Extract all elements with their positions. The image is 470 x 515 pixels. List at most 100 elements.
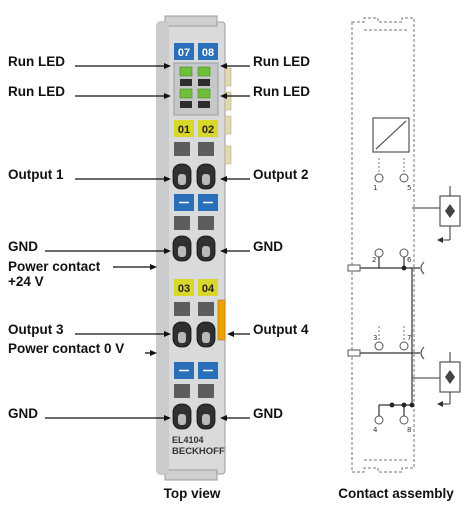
arrowhead — [220, 63, 227, 69]
channel-badge-04 — [198, 279, 218, 296]
label-output-1: Output 1 — [8, 167, 64, 182]
terminal-point-hole — [178, 174, 186, 185]
terminal-left-rail — [157, 22, 169, 474]
label-run-led-left-1: Run LED — [8, 54, 65, 69]
arrowhead — [164, 63, 171, 69]
contact-point-1 — [374, 173, 384, 183]
arrowhead — [150, 264, 157, 270]
led-slot — [180, 79, 192, 86]
contact-point-4 — [374, 415, 384, 425]
pin-label-8: 8 — [407, 426, 411, 434]
assembly-outline — [351, 17, 415, 473]
junction-dot — [409, 402, 415, 408]
label-power-contact-24v-line1: Power contact — [8, 259, 101, 274]
power-contact-stub-0v — [347, 349, 361, 357]
led-badge-07 — [174, 43, 194, 60]
spring-slot — [174, 384, 190, 398]
spring-contact-24v — [420, 261, 425, 275]
brand-label: BECKHOFF — [172, 446, 225, 457]
spring-slot — [174, 302, 190, 316]
arrowhead — [437, 237, 443, 243]
power-contact-stub-24v — [347, 264, 361, 272]
channel-badge-03-text: 03 — [178, 283, 190, 295]
channel-badge-04-text: 04 — [202, 283, 215, 295]
spring-slot — [174, 216, 190, 230]
led-badge-07-text: 07 — [178, 47, 190, 59]
terminal-point-hole — [178, 246, 186, 257]
arrowhead — [164, 331, 171, 337]
label-run-led-right-1: Run LED — [253, 54, 310, 69]
terminal-point-hole — [202, 174, 210, 185]
channel-badge-03 — [174, 279, 194, 296]
pin-label-1: 1 — [373, 184, 377, 192]
run-led-3 — [179, 88, 193, 99]
terminal-bottom-cap — [164, 469, 218, 481]
channel-badge-02 — [198, 120, 218, 137]
side-tab — [224, 145, 232, 165]
label-gnd-right-1: GND — [253, 239, 283, 254]
side-tab — [224, 67, 232, 87]
arrowhead — [164, 248, 171, 254]
arrowhead — [164, 176, 171, 182]
contact-point-8 — [399, 415, 409, 425]
caption-top-view: Top view — [164, 486, 221, 501]
diode-icon — [445, 204, 455, 218]
label-run-led-right-2: Run LED — [253, 84, 310, 99]
side-tab — [224, 115, 232, 135]
arrowhead — [150, 350, 157, 356]
junction-dot — [389, 402, 395, 408]
pin-label-4: 4 — [373, 426, 378, 434]
led-badge-08 — [198, 43, 218, 60]
channel-badge-02-text: 02 — [202, 124, 214, 136]
label-gnd-right-2: GND — [253, 406, 283, 421]
spring-slot — [198, 302, 214, 316]
diode-icon — [445, 370, 455, 384]
terminal-point-hole — [202, 246, 210, 257]
spring-slot — [198, 384, 214, 398]
pin-label-3: 3 — [373, 334, 377, 342]
terminal-top-view: 07 08 01 02 — [156, 15, 232, 481]
pin-label-7: 7 — [407, 334, 411, 342]
arrowhead — [220, 248, 227, 254]
pin-label-6: 6 — [407, 256, 412, 264]
spring-contact-0v — [420, 346, 425, 360]
terminal-point-hole — [202, 414, 210, 425]
channel-badge-01-text: 01 — [178, 124, 190, 136]
spring-slot — [174, 142, 190, 156]
label-gnd-left-1: GND — [8, 239, 38, 254]
arrowhead — [220, 93, 227, 99]
terminal-top-cap — [164, 15, 218, 27]
power-contact-orange — [217, 299, 226, 341]
contact-assembly — [347, 17, 461, 473]
pin-label-2: 2 — [372, 256, 376, 264]
spring-slot — [198, 142, 214, 156]
run-led-1 — [179, 66, 193, 77]
pin-label-5: 5 — [407, 184, 411, 192]
led-slot — [180, 101, 192, 108]
label-power-contact-24v-line2: +24 V — [8, 274, 44, 289]
label-power-contact-0v: Power contact 0 V — [8, 341, 124, 356]
led-slot — [198, 79, 210, 86]
contact-point-5 — [399, 173, 409, 183]
junction-dot — [401, 402, 407, 408]
spring-slot — [198, 216, 214, 230]
label-run-led-left-2: Run LED — [8, 84, 65, 99]
arrowhead — [227, 331, 234, 337]
label-output-2: Output 2 — [253, 167, 309, 182]
arrowhead — [164, 93, 171, 99]
caption-contact-assembly: Contact assembly — [338, 486, 454, 501]
arrowhead — [220, 415, 227, 421]
contact-point-3 — [374, 341, 384, 351]
terminal-point-hole — [178, 332, 186, 343]
junction-dot — [401, 265, 407, 271]
arrowhead — [437, 401, 443, 407]
terminal-point-hole — [178, 414, 186, 425]
side-tab — [224, 91, 232, 111]
channel-badge-01 — [174, 120, 194, 137]
led-badge-08-text: 08 — [202, 47, 214, 59]
label-output-4: Output 4 — [253, 322, 309, 337]
run-led-2 — [197, 66, 211, 77]
output-driver-diagonal — [375, 120, 407, 150]
led-slot — [198, 101, 210, 108]
